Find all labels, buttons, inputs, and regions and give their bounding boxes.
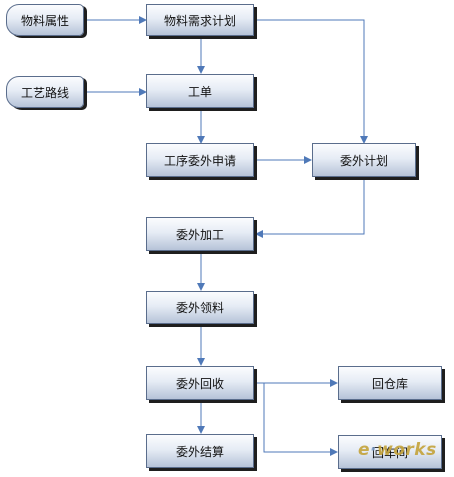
watermark-dot: · bbox=[370, 440, 377, 460]
node-outsource-picking: 委外领料 bbox=[146, 291, 254, 324]
eworks-watermark: e·works bbox=[358, 440, 437, 460]
watermark-e: e bbox=[358, 440, 371, 460]
watermark-works: works bbox=[377, 440, 437, 460]
node-outsource-plan-label: 委外计划 bbox=[339, 153, 388, 168]
node-back-to-line: 回车间 bbox=[338, 435, 442, 469]
arrow-return-to-line bbox=[263, 383, 338, 456]
node-material-attr-label: 物料属性 bbox=[20, 13, 69, 28]
node-outsource-request-label: 工序委外申请 bbox=[163, 153, 236, 168]
node-back-to-warehouse-label: 回仓库 bbox=[371, 376, 408, 391]
node-outsource-return: 委外回收 bbox=[146, 366, 254, 400]
node-outsource-processing-label: 委外加工 bbox=[175, 227, 224, 242]
node-back-to-warehouse: 回仓库 bbox=[338, 366, 442, 400]
node-outsource-request: 工序委外申请 bbox=[146, 143, 254, 177]
node-outsource-settlement-label: 委外结算 bbox=[175, 444, 224, 459]
node-material-attr: 物料属性 bbox=[6, 4, 84, 36]
node-outsource-settlement: 委外结算 bbox=[146, 434, 254, 468]
node-work-order: 工单 bbox=[146, 74, 254, 108]
node-outsource-plan: 委外计划 bbox=[312, 143, 416, 177]
node-process-route: 工艺路线 bbox=[6, 76, 84, 108]
node-outsource-return-label: 委外回收 bbox=[175, 376, 224, 391]
node-work-order-label: 工单 bbox=[187, 84, 212, 99]
arrow-outsource-plan-to-processing bbox=[255, 177, 365, 238]
node-mrp-label: 物料需求计划 bbox=[163, 13, 236, 28]
node-outsource-picking-label: 委外领料 bbox=[175, 301, 224, 315]
node-mrp: 物料需求计划 bbox=[146, 4, 254, 36]
arrow-mrp-to-outsource-plan bbox=[254, 19, 368, 144]
node-outsource-processing: 委外加工 bbox=[146, 217, 254, 251]
node-process-route-label: 工艺路线 bbox=[20, 85, 69, 100]
node-back-to-line-label: 回车间 bbox=[371, 445, 408, 460]
